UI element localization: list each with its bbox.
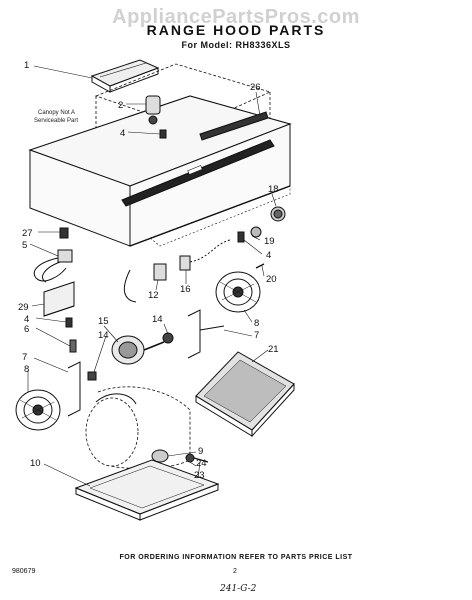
callout-29: 29 (18, 302, 29, 313)
handwritten-note: 241-G-2 (220, 584, 257, 594)
part-light-bulb (151, 449, 209, 463)
callout-24: 24 (196, 458, 207, 469)
callout-4-top: 4 (120, 128, 125, 139)
callout-5: 5 (22, 240, 27, 251)
callout-12: 12 (148, 290, 159, 301)
ordering-note: FOR ORDERING INFORMATION REFER TO PARTS … (119, 554, 353, 561)
callout-20: 20 (266, 274, 277, 285)
part-knob (250, 206, 286, 238)
part-motor-bracket-left (65, 317, 97, 417)
watermark: AppliancePartsPros.com (112, 6, 360, 28)
page-number: 2 (233, 568, 237, 575)
part-light-socket (145, 95, 161, 125)
part-blower-motor (111, 332, 174, 365)
callout-19: 19 (264, 236, 275, 247)
model-line: For Model: RH8336XLS (181, 40, 291, 50)
part-grease-filter (195, 351, 295, 438)
callout-8-right: 8 (254, 318, 259, 329)
part-trim-strip (199, 111, 269, 141)
callout-6: 6 (24, 324, 29, 335)
part-bracket (43, 281, 75, 317)
callout-10: 10 (30, 458, 41, 469)
callout-16: 16 (180, 284, 191, 295)
callout-18: 18 (268, 184, 279, 195)
part-blower-wheel-right (215, 271, 261, 313)
part-power-cord (33, 227, 73, 283)
canopy-note-line1: Canopy Not A (38, 110, 75, 116)
callout-21: 21 (268, 344, 279, 355)
callout-7-left: 7 (22, 352, 27, 363)
part-switch-hardware (237, 231, 265, 269)
part-blower-wheel-left (15, 389, 61, 431)
callout-4-left: 4 (24, 314, 29, 325)
callout-14-right: 14 (152, 314, 163, 325)
leader-lines (27, 65, 277, 487)
callout-9: 9 (198, 446, 203, 457)
page-title: RANGE HOOD PARTS (146, 22, 326, 38)
callout-8-left: 8 (24, 364, 29, 375)
callout-23: 23 (194, 470, 205, 481)
callout-15: 15 (98, 316, 109, 327)
part-screw-top (159, 129, 167, 139)
callout-26: 26 (250, 82, 261, 93)
part-blower-housing (85, 386, 191, 469)
callout-4-right: 4 (266, 250, 271, 261)
callout-7-right: 7 (254, 330, 259, 341)
callout-14-left: 14 (98, 330, 109, 341)
hood-body (28, 95, 292, 247)
callouts: 1 2 4 26 18 27 5 19 4 20 12 16 29 4 6 15… (18, 60, 279, 481)
callout-2: 2 (118, 100, 123, 111)
callout-1: 1 (24, 60, 29, 71)
part-light-lens (90, 59, 160, 93)
document-code: 980679 (12, 568, 36, 575)
part-motor-bracket-right (187, 309, 225, 359)
canopy-note-line2: Serviceable Part (34, 118, 78, 124)
callout-27: 27 (22, 228, 33, 239)
part-switch (123, 239, 231, 303)
part-bottom-panel (74, 459, 220, 521)
